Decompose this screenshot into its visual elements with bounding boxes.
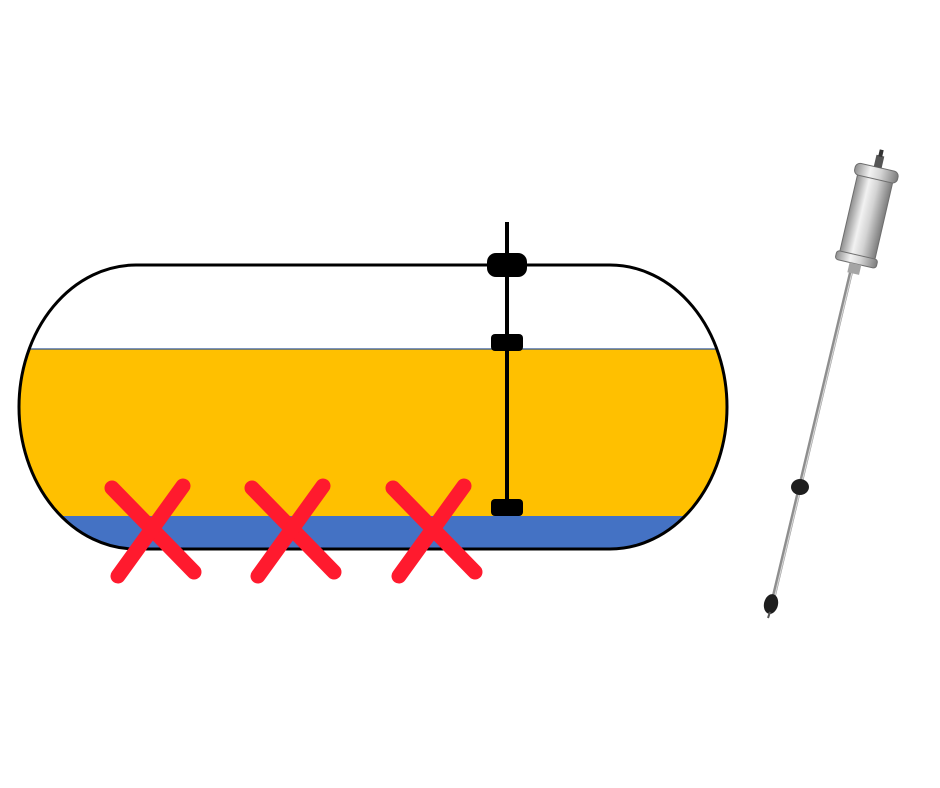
- x-mark-icon: [244, 478, 342, 584]
- product-lower-float: [763, 594, 779, 614]
- x-mark-icon: [104, 478, 202, 584]
- probe-product-image: [763, 149, 899, 619]
- upper-float: [491, 334, 523, 351]
- product-upper-float: [791, 479, 809, 495]
- product-probe-rod: [768, 267, 854, 613]
- fuel-layer: [19, 349, 727, 516]
- tank-empty-space: [19, 265, 727, 350]
- lower-float: [491, 499, 523, 516]
- x-mark-icon: [385, 478, 483, 584]
- tank-outline: [17, 263, 729, 551]
- x-marks: [104, 478, 483, 584]
- level-probe: [487, 222, 527, 516]
- probe-flange: [487, 253, 527, 277]
